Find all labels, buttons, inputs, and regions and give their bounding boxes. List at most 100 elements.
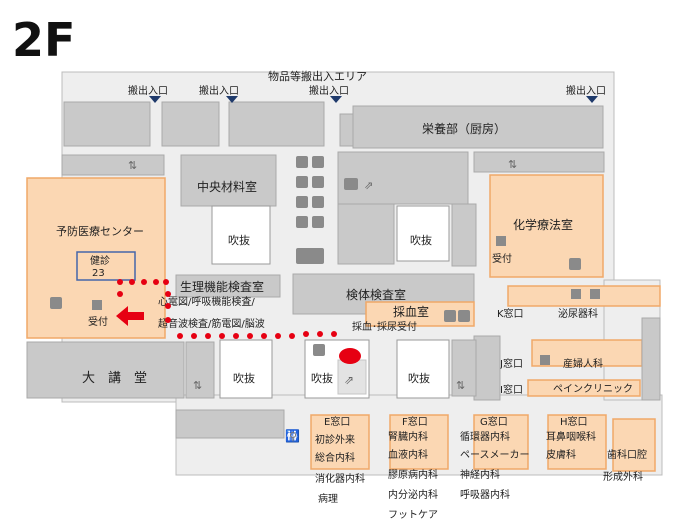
elevator-icon: ⇅ (456, 379, 465, 392)
elevator-icon: ⇅ (128, 159, 137, 172)
room-top-4 (339, 113, 355, 147)
room-obgyn (531, 339, 643, 367)
e-dept-4: 病理 (318, 492, 338, 505)
restroom-icon: ⚲ (289, 430, 297, 443)
room-urology (507, 285, 661, 307)
svg-text:搬出入口: 搬出入口 (566, 84, 606, 97)
preventive-center-label: 予防医療センター (56, 224, 144, 238)
blood-label: 採血室 (393, 304, 429, 319)
reception-counter (92, 300, 102, 310)
obgyn-label: 産婦人科 (563, 357, 603, 370)
blood-sub-label: 採血･採尿受付 (352, 320, 417, 333)
f-dept-1: 腎臓内科 (388, 430, 428, 443)
room-top-2 (161, 101, 220, 147)
room-row2-left (61, 154, 165, 176)
h-dept-2: 皮膚科 (546, 448, 576, 461)
h-window-label: H窓口 (560, 415, 588, 428)
down-arrow-icon (586, 96, 598, 103)
chemo-label: 化学療法室 (513, 217, 573, 232)
g-dept-3: 神経内科 (460, 468, 500, 481)
current-location-marker (339, 348, 361, 364)
room-g-window (473, 414, 529, 470)
g-dept-1: 循環器内科 (460, 430, 510, 443)
restroom-icon (540, 355, 550, 365)
loading-door-2: 搬出入口 (199, 84, 239, 103)
room-auditorium (26, 341, 185, 399)
room-f-window (389, 414, 449, 470)
f-dept-2: 血液内科 (388, 448, 428, 461)
atrium-5 (396, 339, 450, 399)
k-window-label: K窓口 (497, 307, 524, 320)
room-right-of-atrium5 (451, 339, 477, 397)
elevator-icon (344, 178, 358, 190)
loading-door-4: 搬出入口 (566, 84, 606, 103)
room-dental (612, 418, 656, 472)
restroom-icon (444, 310, 456, 322)
room-physiology (175, 274, 281, 298)
loading-area-label: 物品等搬出入エリア (268, 69, 367, 83)
restroom-cluster (296, 156, 324, 264)
j-window-label: J窓口 (499, 357, 523, 370)
room-central-materials (180, 154, 277, 207)
svg-text:搬出入口: 搬出入口 (309, 84, 349, 97)
room-chemo (489, 174, 604, 278)
chemo-reception-label: 受付 (492, 252, 512, 265)
f-dept-3: 膠原病内科 (388, 468, 438, 481)
atrium-3-label: 吹抜 (233, 371, 255, 385)
atrium-2-label: 吹抜 (410, 233, 432, 247)
atrium-1-label: 吹抜 (228, 233, 250, 247)
dental2-label: 形成外科 (603, 470, 643, 483)
e-dept-2: 総合内科 (315, 451, 355, 464)
escalator-icon: ⇗ (344, 373, 354, 387)
route-path (117, 279, 337, 339)
auditorium-label: 大 講 堂 (82, 370, 147, 386)
i-window-label: I窓口 (500, 383, 523, 396)
room-e-window (310, 414, 370, 470)
urology-label: 泌尿器科 (558, 307, 598, 320)
down-arrow-icon (330, 96, 342, 103)
down-arrow-icon (149, 96, 161, 103)
h-dept-1: 耳鼻咽喉科 (546, 430, 596, 443)
restroom-icon: 🚻 (285, 429, 300, 443)
atrium-1 (211, 205, 271, 265)
dental-label: 歯科口腔 (607, 448, 647, 461)
physiology-sub1: 心電図/呼吸機能検査/ (158, 295, 255, 308)
atrium-5-label: 吹抜 (408, 371, 430, 385)
escalator-icon: ⇗ (364, 179, 373, 192)
physiology-sub2: 超音波検査/筋電図/脳波 (158, 317, 265, 330)
checkup-box (76, 251, 136, 281)
e-dept-3: 消化器内科 (315, 472, 365, 485)
atrium-2 (396, 205, 450, 262)
g-window-label: G窓口 (480, 415, 508, 428)
f-dept-5: フットケア (388, 509, 438, 521)
svg-text:搬出入口: 搬出入口 (128, 84, 168, 97)
restroom-icon (313, 344, 325, 356)
elevator-icon: ⇅ (193, 379, 202, 392)
room-h-window (547, 414, 607, 470)
room-east-mid (473, 335, 501, 401)
room-south-left (175, 409, 285, 439)
svg-text:搬出入口: 搬出入口 (199, 84, 239, 97)
e-window-label: E窓口 (324, 415, 350, 428)
room-below-physiology (185, 341, 215, 399)
specimen-label: 検体検査室 (346, 287, 406, 302)
elevator-icon: ⇅ (508, 158, 517, 171)
room-right-of-atrium2 (451, 203, 477, 267)
checkup-label: 健診 (90, 254, 110, 267)
restroom-icon (569, 258, 581, 270)
preventive-center (26, 177, 166, 339)
physiology-label: 生理機能検査室 (180, 279, 264, 294)
g-dept-4: 呼吸器内科 (460, 488, 510, 501)
restroom-icon (50, 297, 62, 309)
e-dept-1: 初診外来 (315, 433, 355, 446)
route-arrow-icon (116, 306, 144, 326)
reception-counter (496, 236, 506, 246)
restroom-icon (458, 310, 470, 322)
escalator (337, 359, 367, 395)
f-dept-4: 内分泌内科 (388, 488, 438, 501)
atrium-4-label: 吹抜 (311, 371, 333, 385)
down-arrow-icon (226, 96, 238, 103)
restroom-icon (590, 289, 600, 299)
room-nutrition (352, 105, 604, 149)
